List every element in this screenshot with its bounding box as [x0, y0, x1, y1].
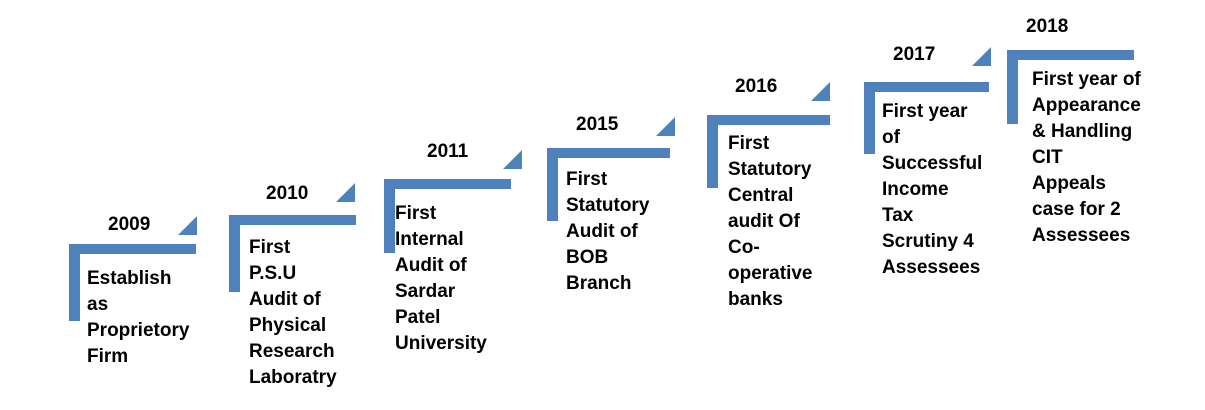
step-bracket-horizontal — [1007, 50, 1134, 60]
step-arrow-tip — [178, 216, 197, 235]
step-arrow-tip — [503, 150, 522, 169]
step-bracket-vertical — [864, 82, 875, 154]
step-bracket-horizontal — [864, 82, 989, 92]
step-bracket-horizontal — [384, 179, 511, 189]
milestone-year: 2015 — [576, 114, 619, 135]
step-bracket-vertical — [707, 115, 718, 188]
step-bracket-horizontal — [707, 115, 830, 125]
step-arrow-tip — [336, 183, 355, 202]
milestone-year: 2009 — [108, 214, 151, 235]
step-bracket-vertical — [547, 148, 558, 221]
step-bracket-vertical — [1007, 50, 1018, 124]
milestone-description: First year of Appearance & Handling CIT … — [1032, 69, 1141, 246]
step-arrow-tip — [972, 47, 991, 66]
milestone-description: First Statutory Audit of BOB Branch — [566, 169, 650, 294]
step-bracket-horizontal — [69, 244, 196, 254]
step-bracket-vertical — [69, 244, 80, 321]
milestone-year: 2017 — [893, 44, 936, 65]
step-bracket-vertical — [384, 179, 395, 253]
milestone-description: First Internal Audit of Sardar Patel Uni… — [395, 203, 487, 354]
step-arrow-tip — [811, 82, 830, 101]
milestone-year: 2011 — [427, 141, 469, 162]
step-bracket-vertical — [229, 215, 240, 292]
milestone-year: 2018 — [1026, 16, 1069, 37]
milestone-description: First P.S.U Audit of Physical Research L… — [249, 237, 337, 388]
milestone-year: 2016 — [735, 76, 778, 97]
milestone-description: First Statutory Central audit Of Co- ope… — [728, 133, 813, 310]
milestone-year: 2010 — [266, 183, 309, 204]
step-bracket-horizontal — [229, 215, 356, 225]
milestone-description: Establish as Proprietory Firm — [87, 268, 190, 367]
step-arrow-tip — [656, 117, 675, 136]
milestone-description: First year of Successful Income Tax Scru… — [882, 101, 983, 278]
step-bracket-horizontal — [547, 148, 670, 158]
